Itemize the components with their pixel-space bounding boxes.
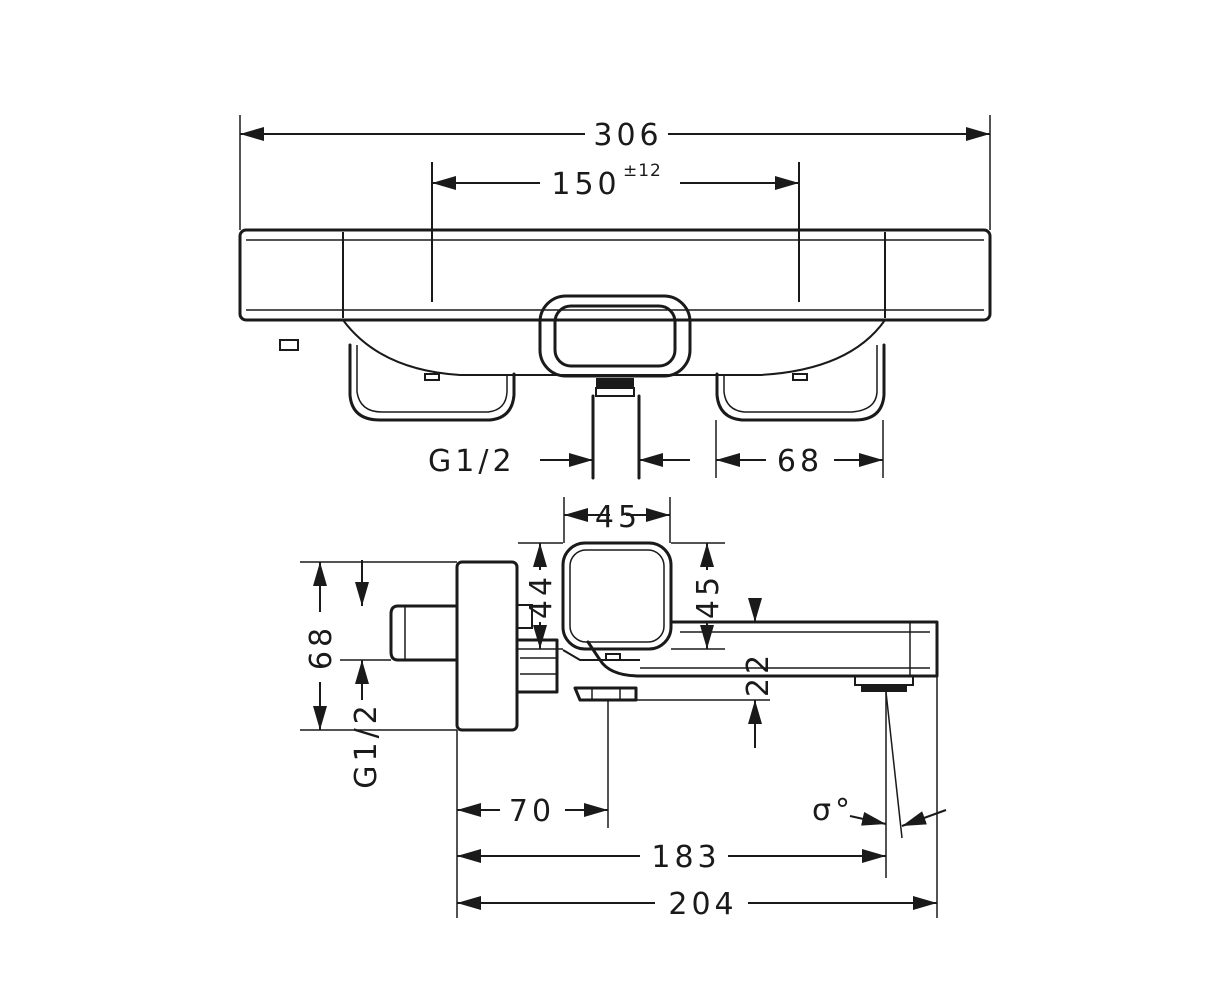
knob-inner [569, 549, 665, 643]
body-under-knob [562, 649, 640, 661]
aerator-nut [861, 684, 907, 692]
left-stud [279, 339, 299, 351]
inlet-stub [389, 604, 459, 662]
connection-body [515, 638, 559, 694]
dim-70-label: 70 [509, 794, 555, 829]
dim-22-label: 22 [741, 651, 776, 697]
angle-line [885, 691, 903, 839]
right-handle-loop [715, 343, 886, 422]
right-handle-inner [723, 345, 878, 413]
angle-arrow-right [901, 809, 947, 827]
body-outline [238, 228, 992, 322]
body-stud [605, 653, 621, 661]
centre-button-inner [553, 304, 677, 368]
wall-flange [455, 560, 519, 732]
dim-68-handle-label: 68 [777, 444, 823, 479]
knob-outer [561, 541, 673, 651]
stud-2 [424, 373, 440, 381]
dim-306-label: 306 [593, 118, 662, 153]
outlet-nut-lower [595, 387, 635, 397]
angle-label: σ° [812, 793, 854, 828]
angle-arrow-left [849, 811, 887, 826]
dim-183-label: 183 [651, 840, 720, 875]
side-thread-label: G1/2 [349, 701, 384, 789]
lower-outlet [573, 686, 638, 702]
dim-150-tolerance: ±12 [623, 161, 662, 181]
side-view: 45 68 G1/2 44 45 22 70 σ° 183 [300, 497, 947, 922]
outlet-nut [596, 378, 634, 388]
dim-150-label: 150 [551, 167, 620, 202]
dim-44-label: 44 [524, 573, 559, 619]
dim-45-vertical-label: 45 [691, 573, 726, 619]
top-thread-label: G1/2 [428, 444, 516, 479]
dim-204-label: 204 [668, 887, 737, 922]
underside-curve [342, 319, 886, 376]
connection-top [517, 604, 533, 629]
dim-68-vertical-label: 68 [304, 624, 339, 670]
top-view: 306 150 ±12 G1/2 68 [238, 115, 992, 480]
dim-45-width-label: 45 [595, 500, 641, 535]
stud-3 [792, 373, 808, 381]
left-handle-loop [348, 343, 516, 422]
spout-body [586, 620, 939, 678]
left-handle-inner [356, 345, 508, 413]
